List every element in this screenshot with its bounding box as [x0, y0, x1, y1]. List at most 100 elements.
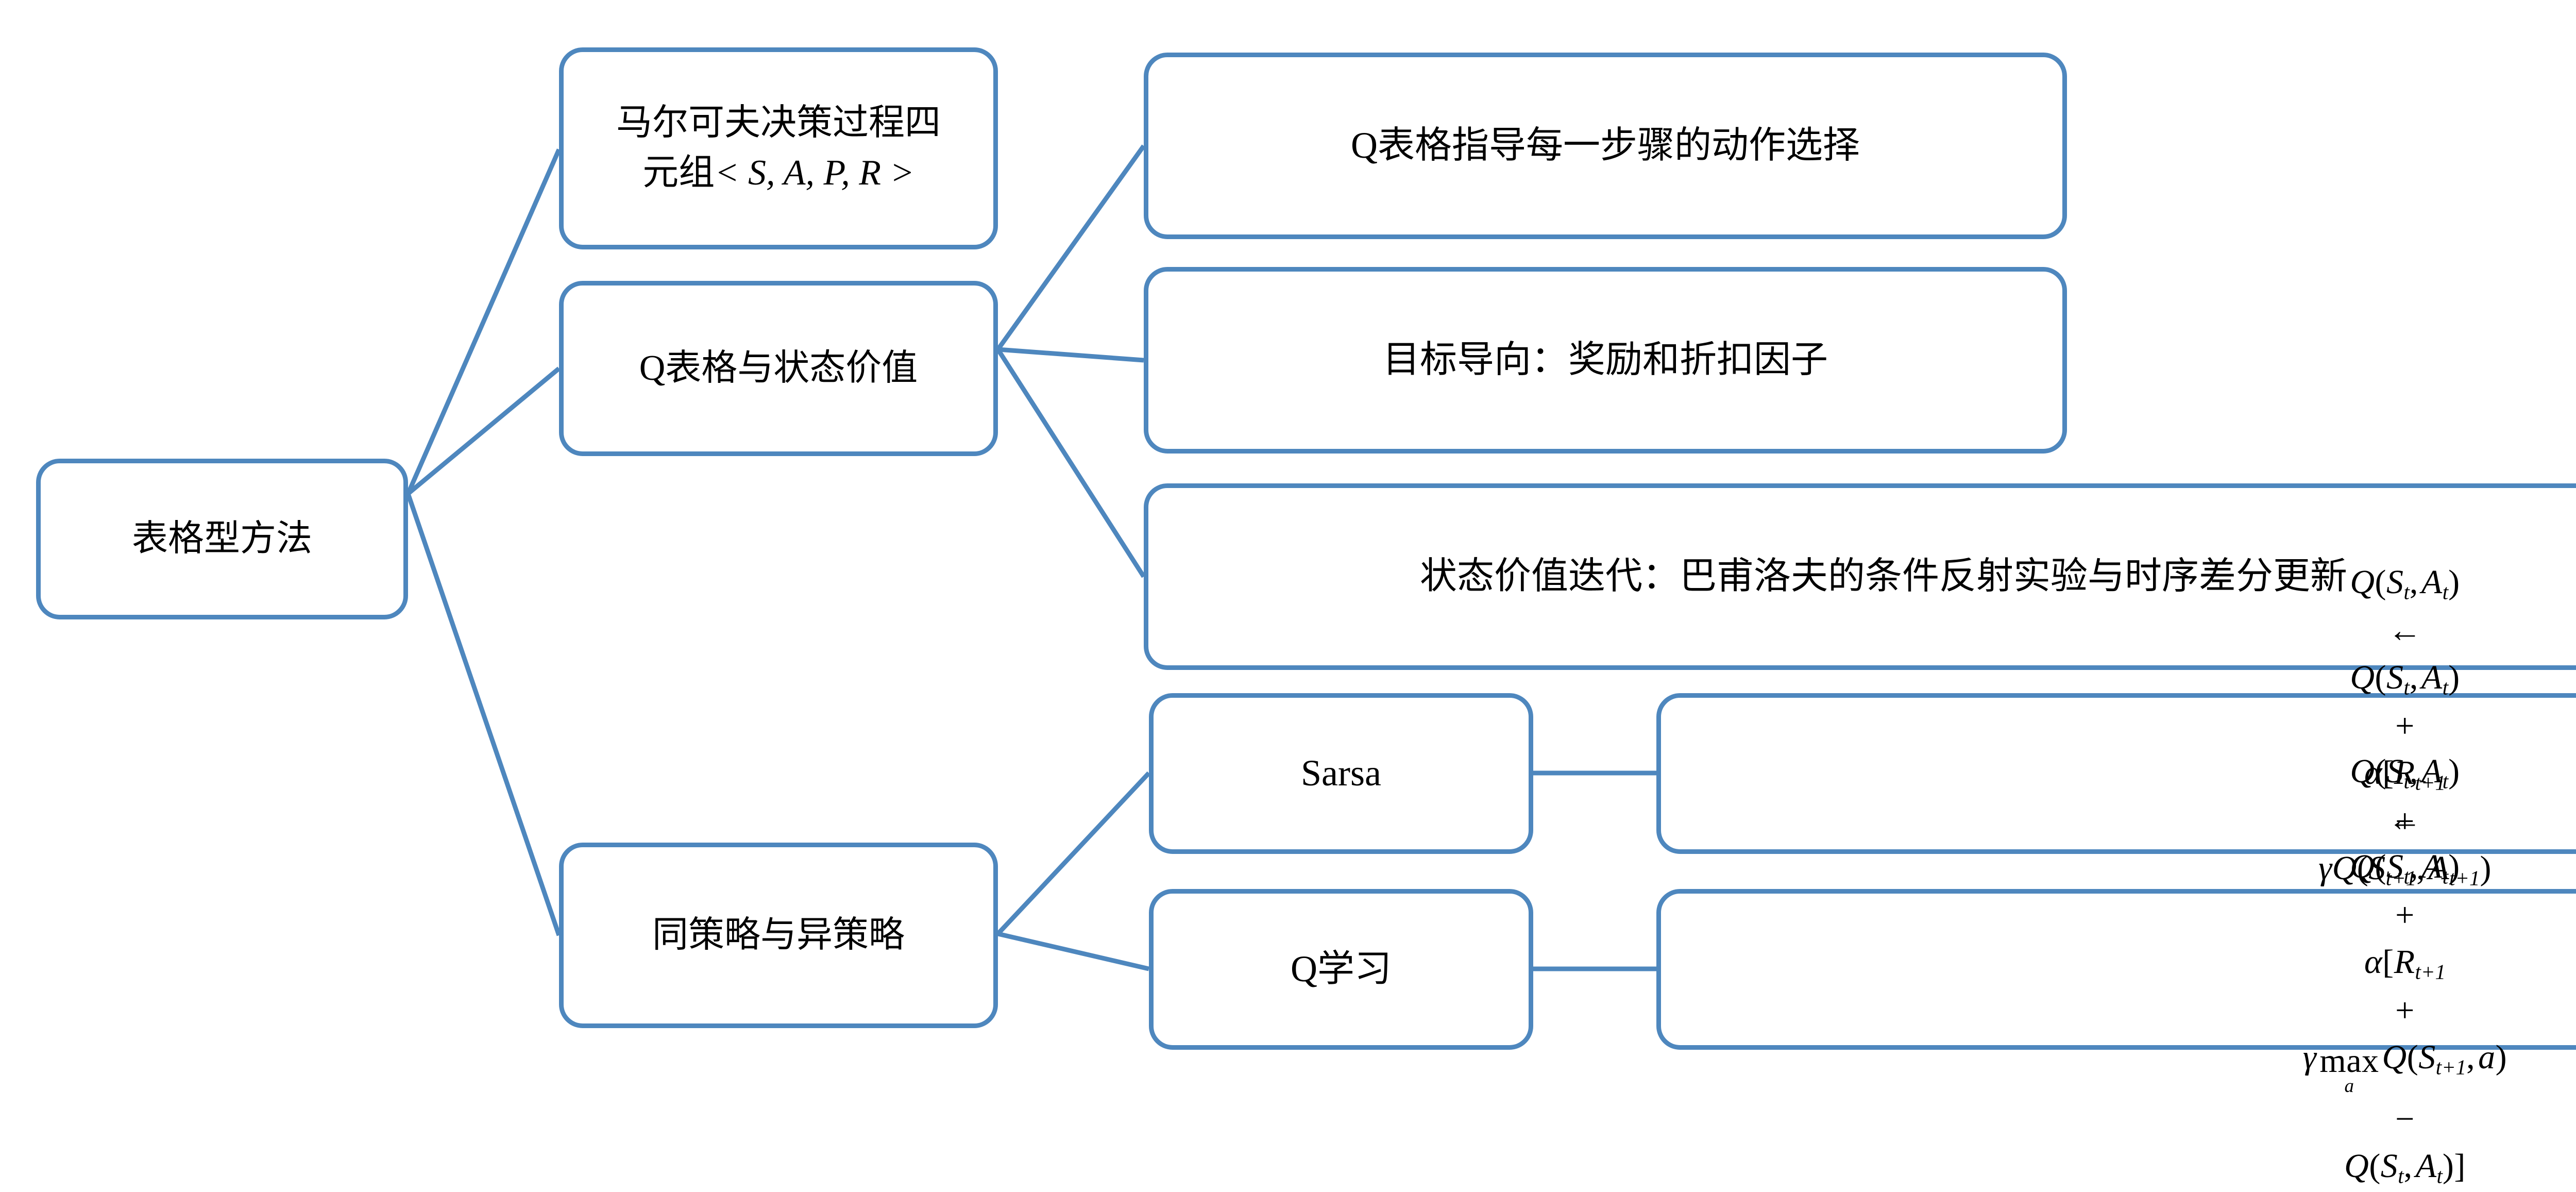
node-root-label: 表格型方法 — [132, 518, 312, 559]
edge-qtable-leaf2 — [997, 347, 1144, 363]
node-policy-label: 同策略与异策略 — [652, 915, 905, 955]
tok-A: A — [2421, 659, 2443, 697]
node-leaf1-label: Q表格指导每一步骤的动作选择 — [1351, 125, 1860, 166]
tok-plus: + — [2395, 802, 2415, 840]
node-markov-decision-process[interactable]: 马尔可夫决策过程四元组< S, A, P, R > — [559, 47, 998, 249]
tok-lbracket: [ — [2382, 754, 2394, 792]
tok-plus: + — [2395, 707, 2415, 745]
tok-minus: − — [2395, 1100, 2415, 1138]
tok-sub-t: t — [2442, 865, 2449, 888]
node-q-learning[interactable]: Q学习 — [1149, 889, 1533, 1050]
node-leaf3-label: 状态价值迭代：巴甫洛夫的条件反射实验与时序差分更新 — [1419, 556, 2347, 597]
tok-A: A — [2421, 752, 2443, 791]
tok-alpha: α — [2364, 943, 2383, 981]
tok-sub-t1: t+1 — [2385, 866, 2417, 890]
tok-Q: Q — [2382, 1038, 2407, 1077]
tok-rparen: ) — [2442, 1147, 2454, 1185]
tok-rparen: ) — [2448, 659, 2460, 697]
tok-A: A — [2421, 563, 2443, 601]
tok-sub-t1: t+1 — [2415, 960, 2446, 984]
tok-sub-t: t — [2403, 865, 2410, 888]
node-state-value-iteration-pavlov-td[interactable]: 状态价值迭代：巴甫洛夫的条件反射实验与时序差分更新 — [1144, 483, 2576, 670]
node-leaf2-label: 目标导向：奖励和折扣因子 — [1382, 339, 1828, 381]
node-goal-oriented-reward-discount[interactable]: 目标导向：奖励和折扣因子 — [1144, 267, 2067, 454]
tok-alpha: α — [2364, 754, 2383, 792]
tok-rparen: ) — [2495, 1038, 2507, 1077]
tok-S: S — [2380, 1147, 2398, 1185]
tok-comma: , — [2409, 848, 2418, 886]
tok-sub-t: t — [2403, 580, 2410, 604]
tok-lparen: ( — [2369, 1147, 2381, 1185]
tok-R: R — [2394, 943, 2415, 981]
tok-plus: + — [2395, 896, 2415, 934]
tok-lparen: ( — [2375, 848, 2387, 886]
tok-S: S — [2386, 563, 2404, 601]
node-sarsa-label: Sarsa — [1301, 752, 1381, 794]
node-root[interactable]: 表格型方法 — [36, 459, 408, 619]
tok-sub-t: t — [2403, 769, 2410, 793]
tok-lparen: ( — [2375, 659, 2387, 697]
node-qlearn-label: Q学习 — [1291, 948, 1392, 990]
max-label: max — [2319, 1042, 2379, 1080]
tok-Q: Q — [2350, 752, 2375, 791]
tok-sub-t1: t+1 — [2435, 1055, 2467, 1079]
tok-lparen: ( — [2357, 849, 2369, 887]
tok-plus: + — [2395, 992, 2415, 1030]
tok-sub-t: t — [2398, 1164, 2404, 1188]
tok-comma: , — [2409, 659, 2418, 697]
tok-gamma: γ — [2302, 1038, 2317, 1077]
edge-root-mdp — [405, 148, 562, 495]
tok-A: A — [2421, 848, 2443, 886]
node-q-table-and-state-value[interactable]: Q表格与状态价值 — [559, 281, 998, 456]
tok-Q: Q — [2344, 1147, 2369, 1185]
tok-arrow: ← — [2387, 611, 2422, 649]
tok-A: A — [2428, 849, 2450, 887]
edge-qtable-leaf1 — [996, 144, 1146, 351]
tok-S: S — [2368, 849, 2386, 887]
tok-A: A — [2415, 1147, 2437, 1185]
tok-sub-t: t — [2436, 1164, 2443, 1188]
tok-Q: Q — [2332, 849, 2357, 887]
node-sarsa[interactable]: Sarsa — [1149, 693, 1533, 854]
tok-S: S — [2386, 659, 2404, 697]
tok-lparen: ( — [2375, 752, 2387, 791]
tok-lparen: ( — [2375, 563, 2387, 601]
tok-comma: , — [2466, 1038, 2476, 1077]
node-on-policy-off-policy[interactable]: 同策略与异策略 — [559, 843, 998, 1028]
tok-arrow: ← — [2387, 801, 2422, 839]
edge-root-qtable — [406, 366, 561, 496]
tok-comma: , — [2409, 563, 2418, 601]
tok-sub-t: t — [2403, 676, 2410, 699]
tok-lparen: ( — [2406, 1038, 2419, 1077]
tok-R: R — [2394, 754, 2415, 792]
tok-sub-t1: t+1 — [2415, 771, 2446, 795]
node-mdp-tuple: < S, A, P, R > — [715, 153, 914, 193]
tok-comma: , — [2403, 1147, 2413, 1185]
tok-gamma: γ — [2318, 849, 2332, 887]
tok-a: a — [2478, 1038, 2496, 1077]
node-mdp-line2-prefix: 元组 — [642, 153, 715, 193]
tok-Q: Q — [2350, 848, 2375, 886]
tok-S: S — [2386, 848, 2404, 886]
node-mdp-line1: 马尔可夫决策过程四 — [616, 103, 941, 143]
node-q-table-guides-action-selection[interactable]: Q表格指导每一步骤的动作选择 — [1144, 53, 2067, 239]
tok-Q: Q — [2350, 563, 2375, 601]
max-subscript-a: a — [2344, 1075, 2354, 1096]
tok-S: S — [2418, 1038, 2436, 1077]
node-mdp-label: 马尔可夫决策过程四元组< S, A, P, R > — [564, 98, 993, 198]
edge-policy-sarsa — [996, 771, 1151, 936]
node-qtable-label: Q表格与状态价值 — [639, 348, 918, 388]
tok-rparen: ) — [2448, 848, 2460, 886]
tok-sub-t: t — [2442, 769, 2449, 793]
tok-rparen: ) — [2448, 752, 2460, 791]
node-sarsa-update-formula[interactable]: Q(St, At) ← Q(St, At) + α[Rt+1 + γQ(St+1… — [1656, 563, 2576, 985]
edge-policy-qlearn — [997, 931, 1150, 971]
tok-lbracket: [ — [2382, 943, 2394, 981]
tok-rparen: ) — [2448, 563, 2460, 601]
tok-rbracket: ] — [2454, 1147, 2466, 1185]
tok-Q: Q — [2350, 659, 2375, 697]
